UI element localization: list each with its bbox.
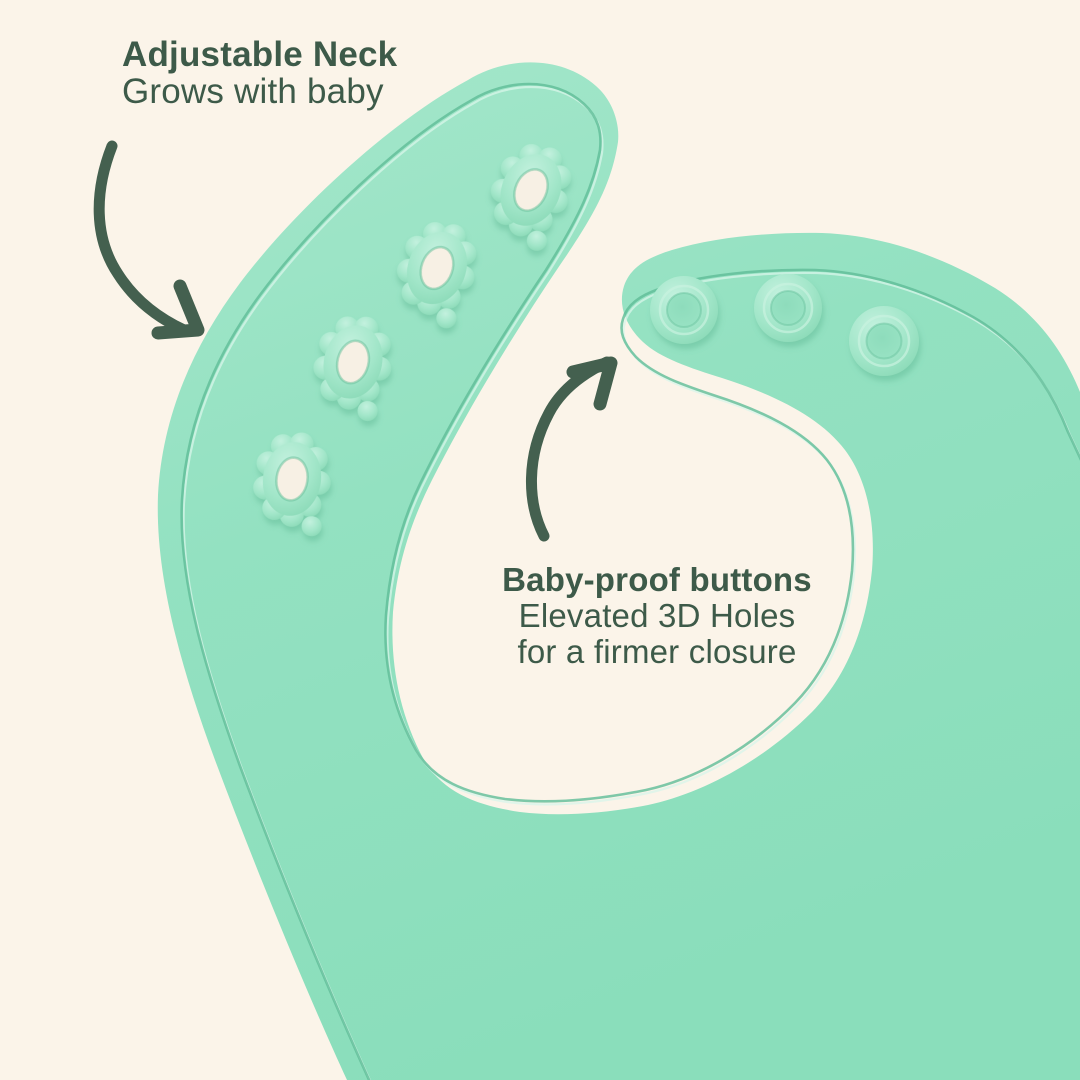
hole-tail-bump xyxy=(357,400,378,421)
hole-opening xyxy=(419,245,455,291)
hole-tail-bump xyxy=(301,516,322,537)
closure-button-2 xyxy=(754,274,822,342)
callout-baby-proof-buttons: Baby-proof buttons Elevated 3D Holes for… xyxy=(447,562,867,670)
callout-adjustable-neck-subtitle: Grows with baby xyxy=(122,72,384,111)
callout-baby-proof-line2: Elevated 3D Holes xyxy=(518,597,796,634)
curved-arrow-down-icon xyxy=(93,140,205,340)
closure-button-3 xyxy=(849,306,919,376)
bib-body xyxy=(157,62,1080,1080)
strap-hole-2 xyxy=(396,222,477,329)
hole-opening xyxy=(275,456,309,502)
bib-seam-groove xyxy=(180,82,1080,1080)
hole-tail-bump xyxy=(436,308,457,329)
strap-hole-4 xyxy=(253,432,331,537)
hole-tail-bump xyxy=(526,230,547,251)
callout-adjustable-neck: Adjustable Neck Grows with baby xyxy=(122,36,397,110)
hole-opening xyxy=(335,339,371,385)
hole-opening xyxy=(513,168,549,212)
curved-arrow-up-icon xyxy=(526,356,618,542)
strap-hole-1 xyxy=(490,144,572,251)
strap-hole-3 xyxy=(313,316,392,421)
callout-baby-proof-line3: for a firmer closure xyxy=(517,633,797,670)
callout-baby-proof-title: Baby-proof buttons xyxy=(502,561,812,598)
callout-adjustable-neck-title: Adjustable Neck xyxy=(122,35,398,74)
closure-button-1 xyxy=(650,276,718,344)
